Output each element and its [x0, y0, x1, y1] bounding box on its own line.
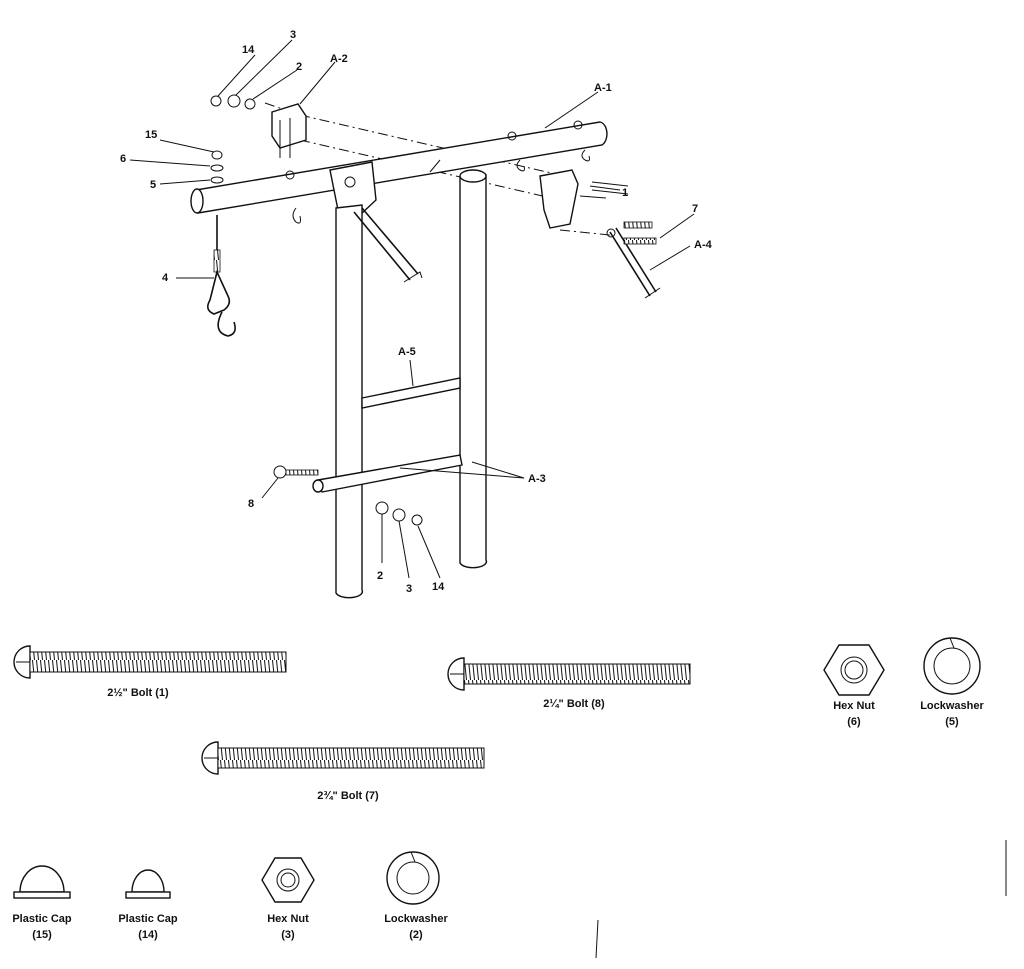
plastic-cap-14: Plastic Cap (14)	[118, 869, 178, 941]
bolt-7-label: 2¾" Bolt (7)	[317, 790, 379, 802]
hex-nut-6-name: Hex Nut	[833, 700, 875, 712]
callout-14-top: 14	[242, 44, 255, 56]
hex-nut-6-num: (6)	[847, 716, 861, 728]
plastic-cap-14-num: (14)	[138, 929, 158, 941]
hex-nut-3-num: (3)	[281, 929, 295, 941]
callout-5: 5	[150, 179, 156, 191]
plastic-cap-15: Plastic Cap (15)	[12, 865, 72, 941]
callout-8: 8	[248, 498, 254, 510]
callout-a3: A-3	[528, 473, 546, 485]
lockwasher-2-num: (2)	[409, 929, 423, 941]
bolt-8: 2¼" Bolt (8)	[447, 657, 691, 710]
lockwasher-5-num: (5)	[945, 716, 959, 728]
plastic-cap-15-name: Plastic Cap	[12, 913, 72, 925]
callout-2-top: 2	[296, 61, 302, 73]
lockwasher-2: Lockwasher (2)	[384, 851, 449, 941]
callout-6: 6	[120, 153, 126, 165]
hex-nut-6: Hex Nut (6)	[823, 644, 885, 728]
lockwasher-5-name: Lockwasher	[920, 700, 984, 712]
callout-a2: A-2	[330, 53, 348, 65]
bolt-1-label: 2½" Bolt (1)	[107, 687, 169, 699]
callout-4: 4	[162, 272, 169, 284]
callout-14-bottom: 14	[432, 581, 445, 593]
callout-a4: A-4	[694, 239, 713, 251]
callout-3-top: 3	[290, 29, 296, 41]
bolt-7: 2¾" Bolt (7)	[201, 741, 485, 802]
bolt-1: 2½" Bolt (1)	[13, 645, 287, 699]
plastic-cap-15-num: (15)	[32, 929, 52, 941]
callout-a5: A-5	[398, 346, 416, 358]
lockwasher-2-name: Lockwasher	[384, 913, 448, 925]
bolt-8-label: 2¼" Bolt (8)	[543, 698, 605, 710]
lockwasher-5: Lockwasher (5)	[920, 637, 985, 728]
hex-nut-3: Hex Nut (3)	[261, 857, 315, 941]
plastic-cap-14-name: Plastic Cap	[118, 913, 178, 925]
parts-legend: 2½" Bolt (1) 2¼" Bolt (8) 2¾" Bolt (7) H…	[12, 637, 985, 941]
hex-nut-3-name: Hex Nut	[267, 913, 309, 925]
callout-a1: A-1	[594, 82, 612, 94]
callout-3-bottom: 3	[406, 583, 412, 595]
callout-1: 1	[622, 187, 628, 199]
frame-drawing: 14 3 2 A-2 A-1 15 6 5 1 7 A-4 4 A-5 A-3 …	[120, 29, 713, 599]
callout-7: 7	[692, 203, 698, 215]
callout-2-bottom: 2	[377, 570, 383, 582]
callout-15: 15	[145, 129, 157, 141]
